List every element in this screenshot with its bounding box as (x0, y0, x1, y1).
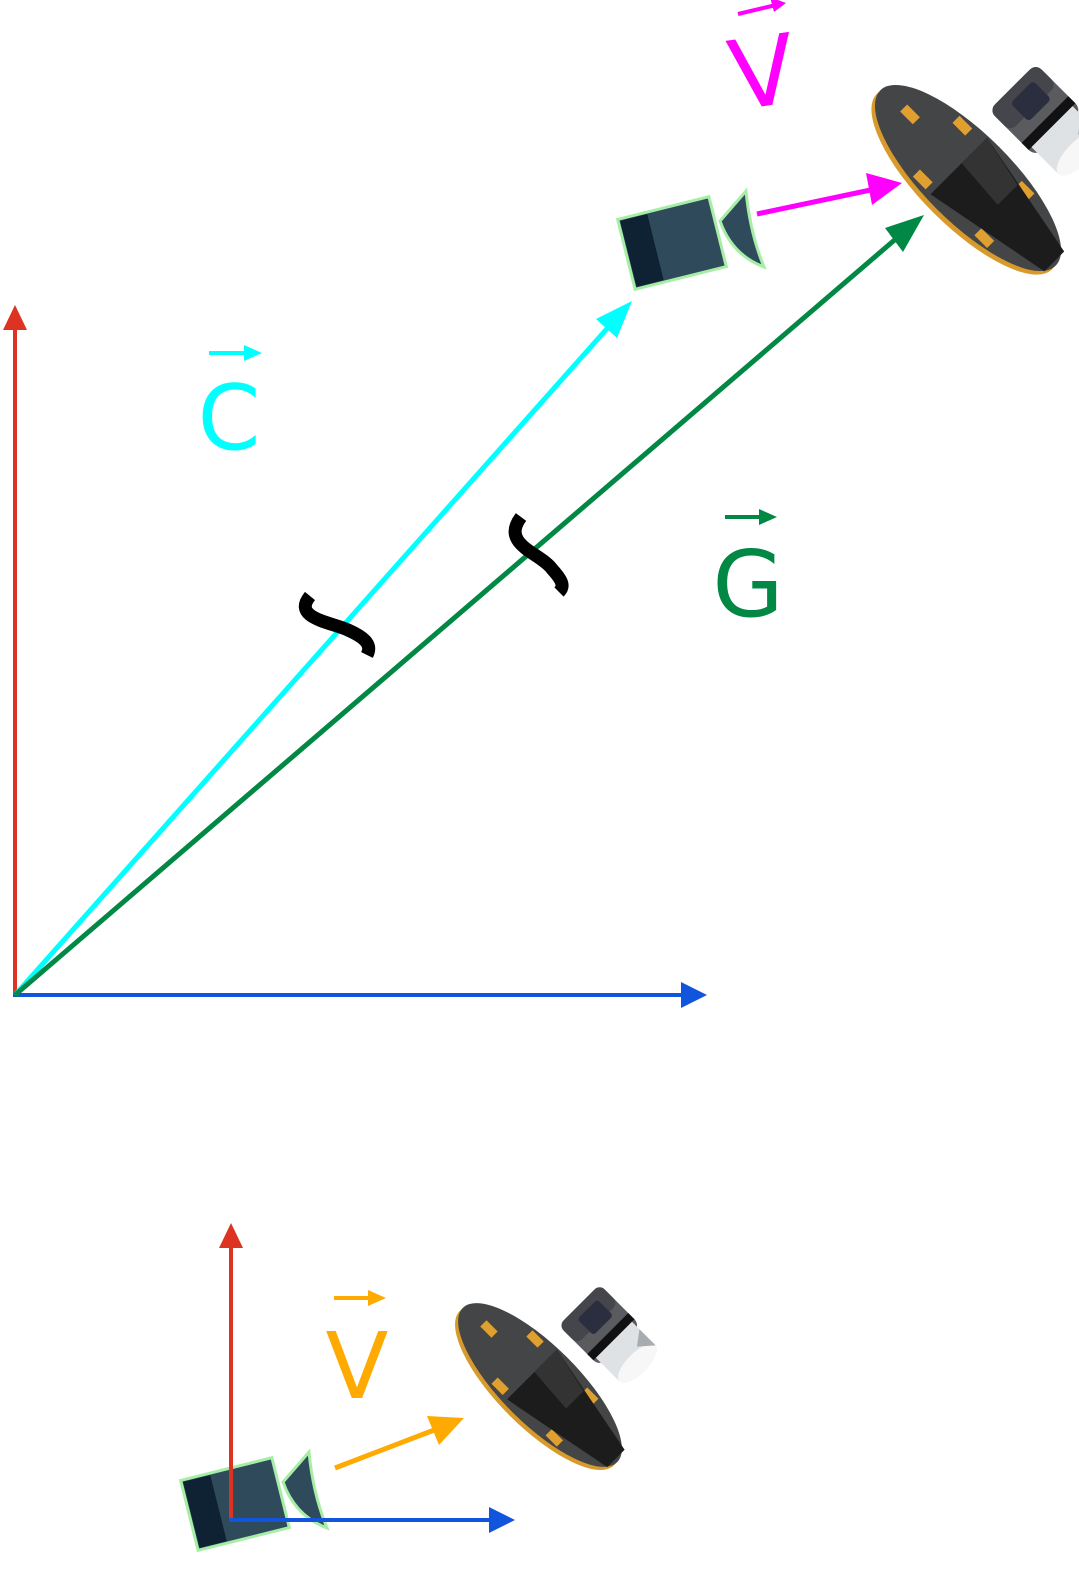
velocity-label-text: V (326, 1313, 389, 1420)
bottom-horizontal-axis (229, 1507, 515, 1533)
velocity-vector (756, 173, 902, 217)
camera-position-label: C (198, 345, 262, 471)
space-telescope-icon (432, 1280, 666, 1493)
galaxy-position-label: G (712, 509, 784, 638)
top-horizontal-axis (13, 982, 707, 1008)
tilde-mark-g (508, 513, 569, 597)
bottom-vertical-axis (219, 1223, 243, 1520)
velocity-label: V (326, 1290, 389, 1420)
velocity-label-text: V (722, 13, 803, 133)
galaxy-position-label-text: G (712, 531, 783, 638)
velocity-label: V (722, 0, 803, 133)
velocity-vector (334, 1416, 464, 1471)
camera-position-label-text: C (198, 366, 261, 471)
tilde-mark-c (298, 591, 376, 658)
galaxy-position-vector (13, 215, 924, 997)
camera-icon (616, 189, 766, 291)
camera-icon (179, 1450, 329, 1552)
camera-position-vector (13, 301, 632, 997)
top-vertical-axis (3, 305, 27, 995)
